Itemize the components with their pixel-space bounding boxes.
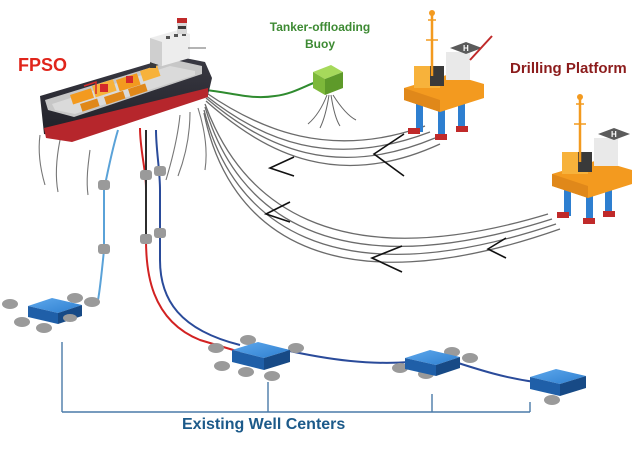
buoy-label: Tanker-offloading Buoy [269,20,371,51]
flow-arrow [263,201,291,223]
buoy-hawser-line [204,81,317,99]
svg-text:H: H [463,44,469,53]
manifold-right [392,347,478,379]
subsea-flowlines [284,349,536,383]
fpso-vessel [40,18,212,142]
riser-buoyancy-modules [98,166,166,254]
risers-to-seabed [97,127,241,353]
manifold-left [2,293,100,333]
well-centers-label: Existing Well Centers [182,416,346,433]
well-centers-bracket [61,342,531,413]
manifold-far-right [530,369,586,405]
flow-arrow [372,133,405,177]
accommodation-block [150,18,206,66]
flow-arrow [369,245,403,273]
drilling-platform-2: H [552,94,632,224]
fpso-mooring-lines [38,107,207,196]
drilling-platform-label: Drilling Platform [510,60,627,77]
flow-arrow [267,156,295,177]
flow-arrow [486,237,507,259]
risers-to-drilling-platforms [203,91,561,263]
fpso-label: FPSO [18,55,68,75]
topsides-modules [70,60,161,112]
drilling-platform-1: H [404,10,493,140]
offloading-buoy [307,65,357,129]
flow-direction-arrows [263,133,507,273]
svg-text:H: H [611,130,617,139]
manifold-center [208,335,304,381]
